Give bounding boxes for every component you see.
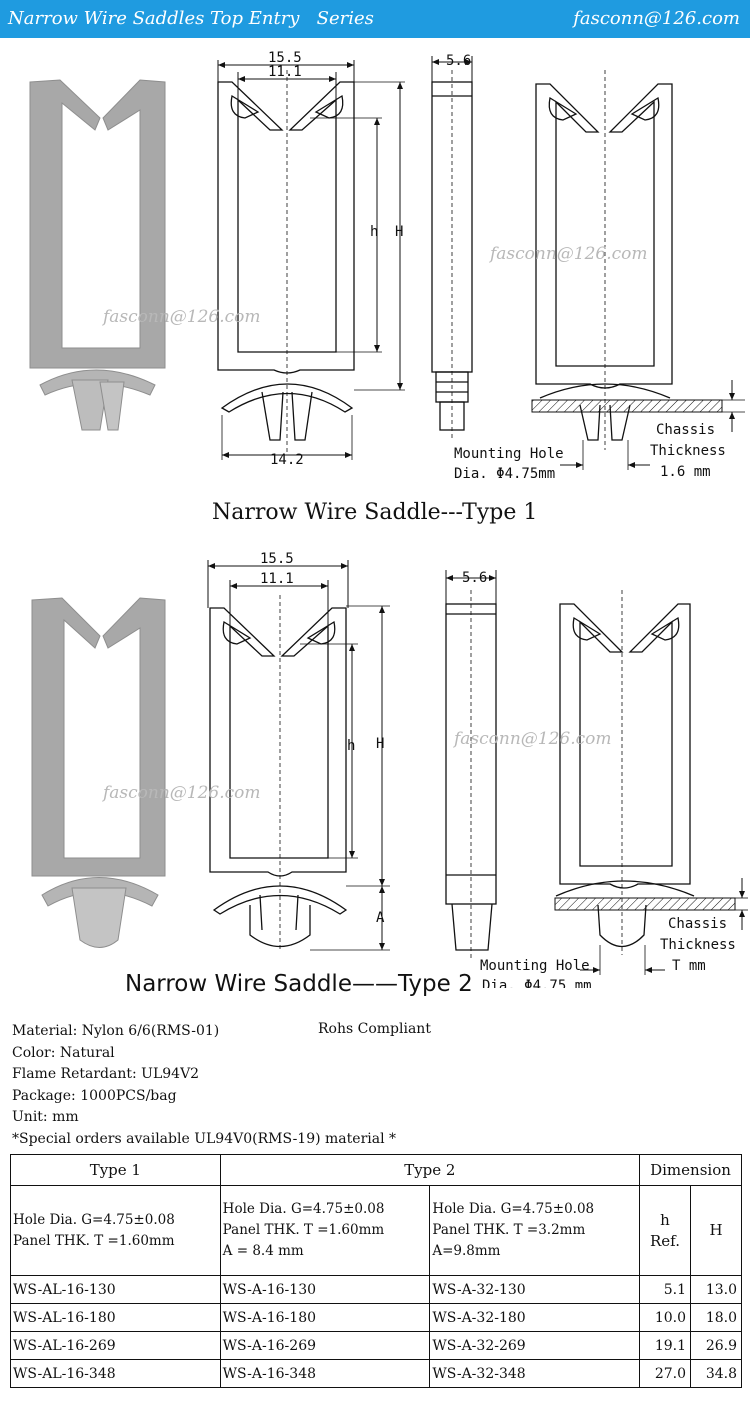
part-number-table: Type 1 Type 2 Dimension Hole Dia. G=4.75… xyxy=(10,1154,743,1388)
type2-front-view xyxy=(209,607,348,948)
type2-installed-view xyxy=(555,603,695,948)
spec-flame: Flame Retardant: UL94V2 xyxy=(12,1066,200,1082)
type1-photo xyxy=(29,79,166,431)
t2-chassis-3: T mm xyxy=(672,958,706,974)
t1-dim-outer: 15.5 xyxy=(268,50,302,66)
watermark-2: fasconn@126.com xyxy=(490,244,648,264)
header-title: Narrow Wire Saddles Top Entry Series xyxy=(8,8,374,29)
desc-type1: Hole Dia. G=4.75±0.08 Panel THK. T =1.60… xyxy=(10,1185,221,1276)
type2-title: Narrow Wire Saddle——Type 2 xyxy=(125,971,473,997)
t1-dim-h: h xyxy=(370,224,378,240)
t1-mount-1: Mounting Hole xyxy=(454,446,564,462)
t1-chassis-3: 1.6 mm xyxy=(660,464,711,480)
t2-dim-thickness: 5.6 xyxy=(462,570,487,586)
spec-material: Material: Nylon 6/6(RMS-01) xyxy=(12,1023,220,1039)
header-email: fasconn@126.com xyxy=(573,8,740,29)
watermark-3: fasconn@126.com xyxy=(103,783,261,803)
t2-dim-H: H xyxy=(376,736,384,752)
watermark-4: fasconn@126.com xyxy=(454,729,612,749)
type2-photo xyxy=(31,597,166,948)
t2-mount-1: Mounting Hole xyxy=(480,958,590,974)
t2-chassis-2: Thickness xyxy=(660,937,736,953)
spec-special: *Special orders available UL94V0(RMS-19)… xyxy=(12,1130,397,1147)
spec-color: Color: Natural xyxy=(12,1044,115,1061)
t2-dim-inner: 11.1 xyxy=(260,571,294,587)
desc-type2b: Hole Dia. G=4.75±0.08 Panel THK. T =3.2m… xyxy=(429,1185,641,1276)
type1-title: Narrow Wire Saddle---Type 1 xyxy=(212,500,538,525)
t1-chassis-2: Thickness xyxy=(650,443,726,459)
header-banner: Narrow Wire Saddles Top Entry Series fas… xyxy=(0,0,750,38)
t1-dim-thickness: 5.6 xyxy=(446,53,471,69)
rohs-label: Rohs Compliant xyxy=(318,1021,431,1037)
desc-H: H xyxy=(689,1185,743,1276)
t2-dim-h: h xyxy=(347,738,355,754)
header-type1: Type 1 xyxy=(10,1154,221,1186)
t1-mount-2: Dia. Φ4.75mm xyxy=(454,466,555,482)
t2-chassis-1: Chassis xyxy=(668,916,727,932)
technical-drawings: 15.5 11.1 H h 14.2 5.6 Chassis Thickness xyxy=(29,50,748,988)
header-type2: Type 2 xyxy=(219,1154,641,1186)
desc-type2a: Hole Dia. G=4.75±0.08 Panel THK. T =1.60… xyxy=(219,1185,431,1276)
header-dimension: Dimension xyxy=(639,1154,742,1186)
spec-unit: Unit: mm xyxy=(12,1109,79,1125)
spec-list: Material: Nylon 6/6(RMS-01) Color: Natur… xyxy=(12,1021,742,1150)
t2-dim-outer: 15.5 xyxy=(260,551,294,567)
t1-dim-base: 14.2 xyxy=(270,452,304,468)
type1-installed-view xyxy=(535,83,673,441)
t2-mount-2: Dia. Φ4.75 mm xyxy=(482,978,592,988)
t2-dim-A: A xyxy=(376,910,385,926)
desc-h: h Ref. xyxy=(639,1185,691,1276)
spec-package: Package: 1000PCS/bag xyxy=(12,1087,177,1104)
type1-front-view xyxy=(217,81,355,441)
t1-chassis-1: Chassis xyxy=(656,422,715,438)
watermark-1: fasconn@126.com xyxy=(103,307,261,327)
t1-dim-H: H xyxy=(395,224,403,240)
t1-dim-inner: 11.1 xyxy=(268,64,302,80)
